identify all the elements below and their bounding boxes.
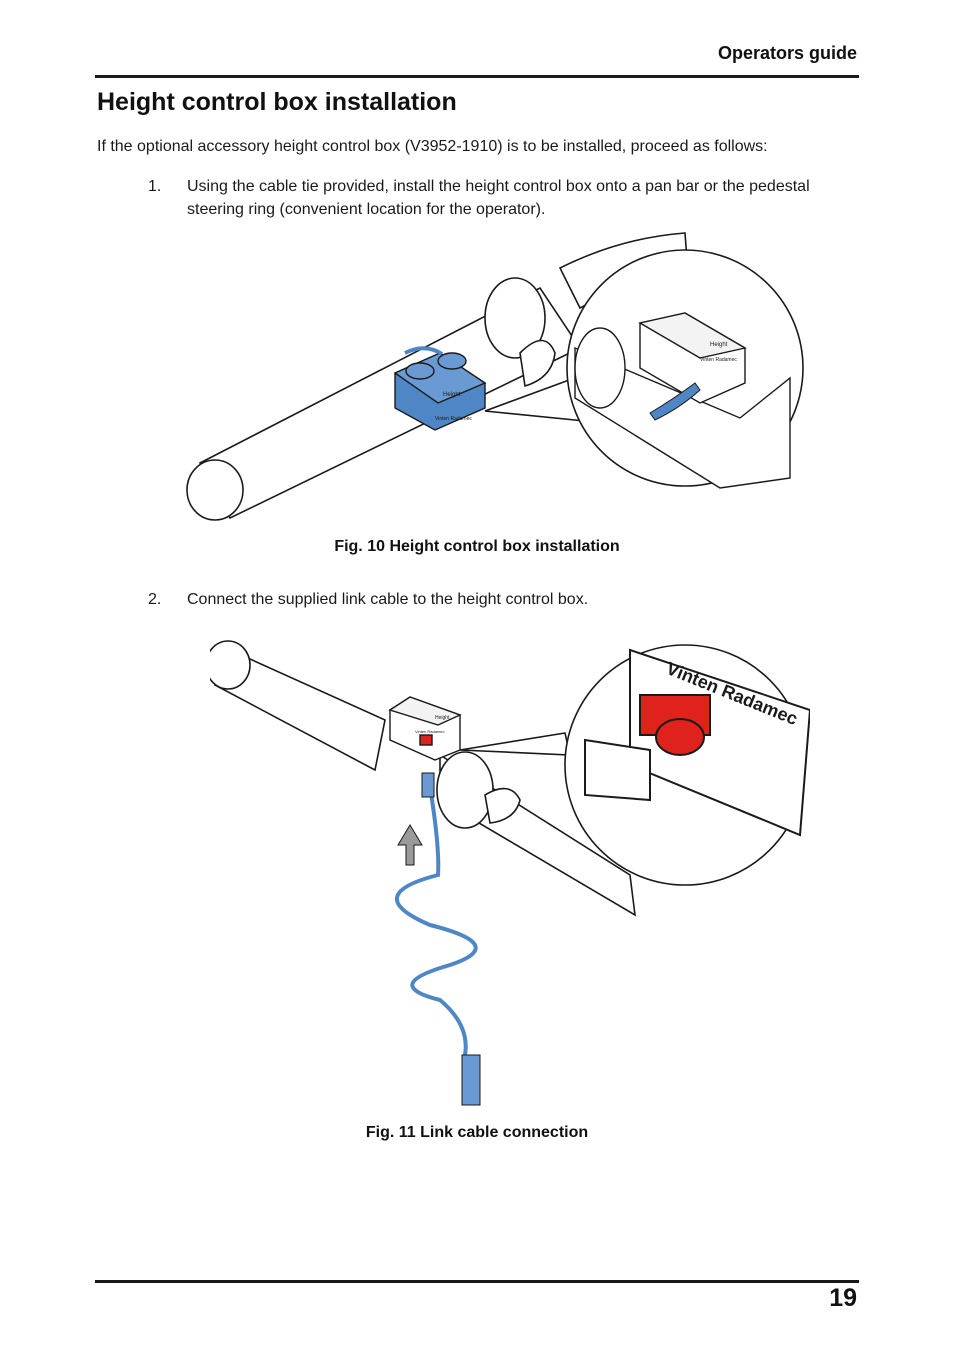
clamp-knob bbox=[519, 339, 556, 388]
link-cable bbox=[395, 774, 478, 1056]
insert-arrow-icon bbox=[397, 824, 423, 866]
zoom-box-label: Height bbox=[710, 342, 728, 348]
page-title: Height control box installation bbox=[97, 88, 457, 116]
running-header: Operators guide bbox=[717, 43, 857, 63]
page-number: 19 bbox=[829, 1284, 857, 1312]
figure-11-caption: Fig. 11 Link cable connection bbox=[365, 1124, 589, 1141]
step-text: Connect the supplied link cable to the h… bbox=[187, 591, 589, 608]
box-label: Height bbox=[443, 392, 461, 398]
handle-end-cap bbox=[210, 640, 251, 690]
callout-pointer bbox=[459, 732, 572, 756]
handle-end-cap bbox=[186, 459, 244, 521]
figure-11-illustration: Height Vinten Radamec Vinten Radamec bbox=[210, 640, 810, 1106]
zoom-box-brand: Vinten Radamec bbox=[700, 357, 737, 363]
step-1: 1. Using the cable tie provided, install… bbox=[148, 175, 848, 223]
cable-tie bbox=[649, 382, 701, 421]
cable-plug-bottom bbox=[461, 1054, 481, 1106]
height-control-box bbox=[393, 346, 487, 431]
height-control-box bbox=[388, 696, 462, 761]
footer-rule bbox=[95, 1280, 859, 1283]
figure-10-caption: Fig. 10 Height control box installation bbox=[334, 538, 620, 555]
figure-10-illustration: Height Vinten Radamec Height Vinten Rada… bbox=[186, 232, 804, 521]
step-text: Using the cable tie provided, install th… bbox=[187, 178, 810, 218]
header-rule bbox=[95, 75, 859, 78]
clamp-knob bbox=[484, 787, 521, 824]
step-number: 1. bbox=[148, 178, 162, 195]
box-brand: Vinten Radamec bbox=[435, 416, 472, 422]
step-2: 2. Connect the supplied link cable to th… bbox=[148, 588, 848, 612]
box-brand: Vinten Radamec bbox=[415, 729, 445, 734]
clamp-ring bbox=[484, 277, 546, 359]
box-label: Height bbox=[435, 715, 450, 721]
step-number: 2. bbox=[148, 591, 162, 608]
cable-plug-top bbox=[421, 772, 435, 798]
intro-paragraph: If the optional accessory height control… bbox=[97, 138, 768, 155]
clamp-ring bbox=[436, 751, 494, 829]
